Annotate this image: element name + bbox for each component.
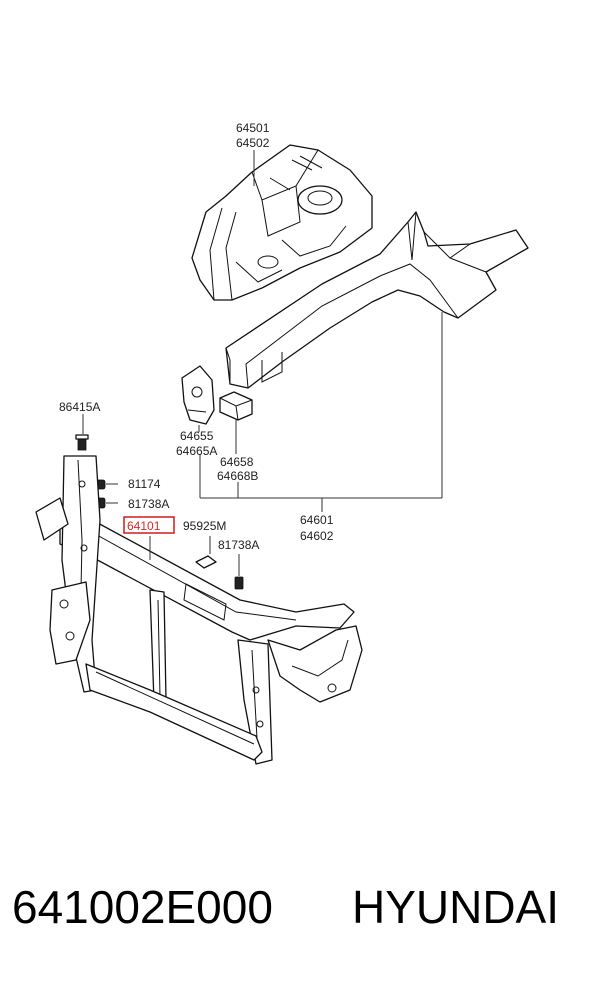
bracket-64655 [181, 365, 215, 425]
label-81738A-left: 81738A [128, 497, 169, 511]
clip-81738A-right [234, 576, 244, 590]
label-64665A: 64665A [176, 444, 217, 458]
label-64668B: 64668B [217, 469, 258, 483]
front-side-member [225, 211, 529, 389]
bolt-86415A [75, 434, 89, 451]
label-64502: 64502 [236, 136, 270, 150]
front-panel-64101 [35, 455, 363, 765]
label-64601: 64601 [300, 513, 334, 527]
front-apron-panel [191, 144, 373, 301]
pad-95925M [195, 555, 217, 569]
label-64655: 64655 [180, 429, 214, 443]
label-86415A: 86415A [59, 400, 100, 414]
part-number: 641002E000 [12, 881, 273, 933]
footer-caption: 641002E000 HYUNDAI [0, 880, 600, 950]
block-64658 [219, 391, 253, 421]
label-81738A-right: 81738A [218, 538, 259, 552]
brand-name: HYUNDAI [352, 881, 560, 933]
label-64101: 64101 [127, 519, 161, 533]
label-95925M: 95925M [183, 519, 226, 533]
label-64501: 64501 [236, 121, 270, 135]
label-64602: 64602 [300, 529, 334, 543]
highlight-box-64101 [123, 516, 175, 534]
label-81174: 81174 [128, 477, 161, 491]
label-64658: 64658 [220, 455, 254, 469]
leader-lines [82, 150, 443, 576]
